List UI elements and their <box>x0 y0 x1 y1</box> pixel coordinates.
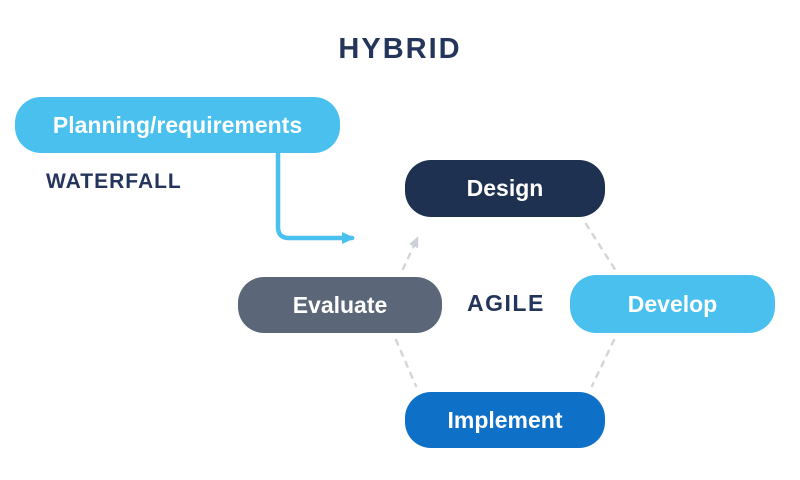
cycle-connector-implement-evaluate <box>394 338 418 388</box>
agile-label: AGILE <box>467 290 545 316</box>
node-planning-requirements: Planning/requirements <box>15 97 340 153</box>
cycle-connector-design-develop <box>584 222 618 273</box>
waterfall-to-agile-arrow <box>275 151 355 244</box>
node-design: Design <box>405 160 605 217</box>
diagram-title: HYBRID <box>338 33 462 65</box>
cycle-connector-develop-implement <box>590 338 616 388</box>
node-implement: Implement <box>405 392 605 448</box>
cycle-connector-evaluate-design <box>401 236 419 271</box>
node-develop: Develop <box>570 275 775 333</box>
node-evaluate: Evaluate <box>238 277 442 333</box>
waterfall-label: WATERFALL <box>46 170 182 193</box>
